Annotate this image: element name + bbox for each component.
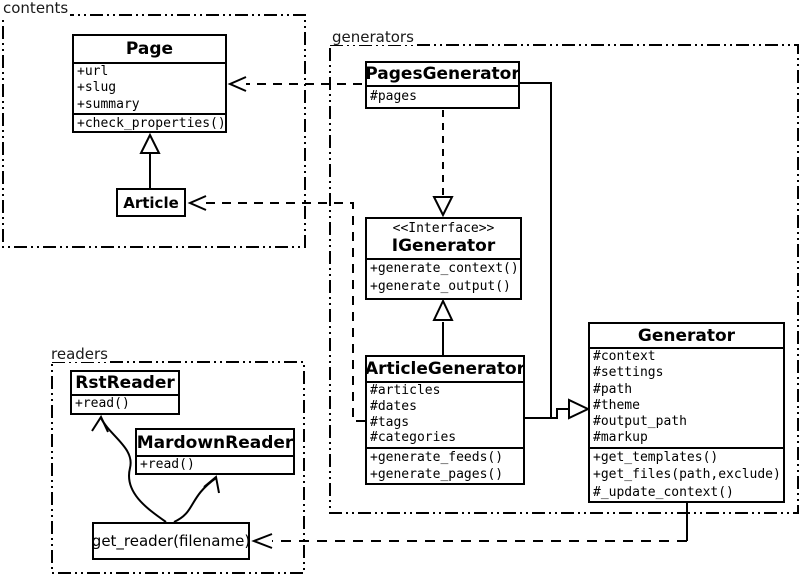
class-methods-mardownreader: +read() [137,455,293,473]
method: +read() [140,457,195,472]
attribute: #context [593,349,656,364]
attribute: #tags [370,414,410,430]
class-title-pagesgenerator: PagesGenerator [367,64,518,84]
class-box-rstreader: RstReader +read() [70,370,180,415]
attribute: +slug [77,80,117,96]
attribute: +summary [77,96,140,112]
class-title-article: Article [123,193,179,212]
arrow-getreader-rstreader-head [91,414,109,433]
class-methods-generator: +get_templates() +get_files(path,exclude… [590,447,783,501]
generalization-article-page-triangle [139,132,161,154]
package-label-generators: generators [330,28,416,46]
dependency-pagesgenerator-page-arrowhead [227,76,247,92]
class-box-pagesgenerator: PagesGenerator #pages [365,61,520,109]
package-border-generators [329,44,799,514]
generalization-articlegenerator-igenerator-triangle [432,298,454,321]
class-title-igenerator: <<Interface>> IGenerator [367,219,520,258]
class-title-generator: Generator [637,325,736,346]
class-title-articlegenerator: ArticleGenerator [367,359,523,379]
class-methods-rstreader: +read() [72,394,178,413]
arrow-getreader-mardownreader-head [203,475,220,494]
function-label-get-reader: get_reader(filename) [91,532,251,550]
class-title-page: Page [125,39,174,59]
class-methods-articlegenerator: +generate_feeds() +generate_pages() [367,447,523,483]
class-name-igenerator: IGenerator [391,236,496,256]
method: +generate_context() [370,261,519,276]
class-title-rstreader: RstReader [75,373,175,393]
attribute: #dates [370,398,417,414]
dependency-articlegenerator-article-line [206,202,365,422]
class-box-article: Article [116,188,186,217]
class-attributes-pagesgenerator: #pages [367,85,518,107]
class-box-page: Page +url +slug +summary +check_properti… [72,34,227,133]
generalization-to-generator-lines [520,82,569,419]
class-methods-igenerator: +generate_context() +generate_output() [367,258,520,298]
class-box-mardownreader: MardownReader +read() [135,428,295,475]
attribute: #theme [593,397,640,413]
class-attributes-page: +url +slug +summary [74,62,225,113]
attribute: #path [593,381,633,397]
function-box-get-reader: get_reader(filename) [92,522,250,560]
method: +check_properties() [77,116,225,131]
dependency-generator-getreader-arrowhead [251,533,273,549]
method: +generate_feeds() [370,450,504,465]
attribute: #output_path [593,414,687,430]
class-attributes-articlegenerator: #articles #dates #tags #categories [367,381,523,447]
dependency-articlegenerator-article-arrowhead [187,195,207,211]
class-attributes-generator: #context #settings #path #theme #output_… [590,347,783,447]
method: +get_templates() [593,450,719,465]
package-label-readers: readers [49,345,110,363]
arrow-getreader-mardownreader-curve [173,477,217,523]
class-box-igenerator: <<Interface>> IGenerator +generate_conte… [365,217,522,300]
attribute: #markup [593,430,648,446]
attribute: #settings [593,365,664,381]
attribute: #articles [370,383,441,398]
class-box-articlegenerator: ArticleGenerator #articles #dates #tags … [365,355,525,485]
package-border-readers [51,361,305,574]
generalization-to-generator-triangle [568,398,591,420]
package-border-contents [2,14,306,248]
class-methods-page: +check_properties() [74,113,225,135]
attribute: +url [77,64,109,79]
method: +generate_pages() [370,467,504,482]
method: +read() [75,396,130,411]
method: #_update_context() [593,484,734,500]
class-title-mardownreader: MardownReader [137,432,293,453]
arrow-getreader-rstreader-curve [100,417,167,523]
realization-pagesgenerator-igenerator-triangle [432,196,454,218]
method: +generate_output() [370,279,511,294]
class-box-generator: Generator #context #settings #path #them… [588,322,785,503]
package-label-contents: contents [1,0,71,17]
attribute: #categories [370,430,457,446]
attribute: #pages [370,89,417,104]
method: +get_files(path,exclude) [593,467,781,483]
class-stereotype-igenerator: <<Interface>> [392,221,495,236]
